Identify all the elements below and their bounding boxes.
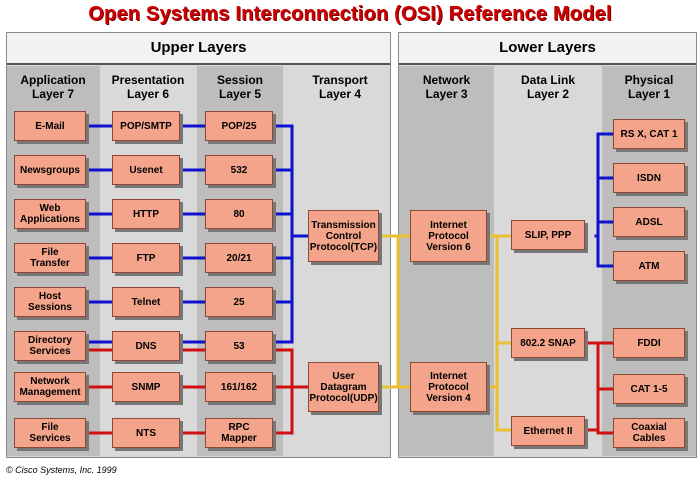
physical-layer-header: Physical Layer 1 xyxy=(624,73,674,101)
application-layer-header: Application Layer 7 xyxy=(20,73,86,101)
pres-ftp-box: FTP xyxy=(112,243,180,273)
app-newsgroups-box: Newsgroups xyxy=(14,155,86,185)
pres-telnet-box: Telnet xyxy=(112,287,180,317)
app-directory-services-box: Directory Services xyxy=(14,331,86,361)
datalink-802-2-snap-box: 802.2 SNAP xyxy=(511,328,585,358)
datalink-slip-ppp-box: SLIP, PPP xyxy=(511,220,585,250)
upper-layers-header: Upper Layers xyxy=(7,33,390,65)
phys-cat1-5-box: CAT 1-5 xyxy=(613,374,685,404)
phys-coaxial-cables-box: Coaxial Cables xyxy=(613,418,685,448)
sess-pop25-box: POP/25 xyxy=(205,111,273,141)
pres-nts-box: NTS xyxy=(112,418,180,448)
transport-tcp-box: Transmission Control Protocol(TCP) xyxy=(308,210,379,262)
app-file-services-box: File Services xyxy=(14,418,86,448)
phys-adsl-box: ADSL xyxy=(613,207,685,237)
sess-rpc-mapper-box: RPC Mapper xyxy=(205,418,273,448)
app-email-box: E-Mail xyxy=(14,111,86,141)
phys-isdn-box: ISDN xyxy=(613,163,685,193)
copyright-notice: © Cisco Systems, Inc. 1999 xyxy=(6,465,117,475)
sess-532-box: 532 xyxy=(205,155,273,185)
app-file-transfer-box: File Transfer xyxy=(14,243,86,273)
diagram-title: Open Systems Interconnection (OSI) Refer… xyxy=(88,3,612,25)
session-layer-header: Session Layer 5 xyxy=(216,73,264,101)
transport-udp-box: User Datagram Protocol(UDP) xyxy=(308,362,379,412)
app-web-applications-box: Web Applications xyxy=(14,199,86,229)
presentation-layer-header: Presentation Layer 6 xyxy=(111,73,185,101)
network-ipv4-box: Internet Protocol Version 4 xyxy=(410,362,487,412)
app-host-sessions-box: Host Sessions xyxy=(14,287,86,317)
pres-snmp-box: SNMP xyxy=(112,372,180,402)
sess-25-box: 25 xyxy=(205,287,273,317)
pres-dns-box: DNS xyxy=(112,331,180,361)
network-layer-header: Network Layer 3 xyxy=(422,73,471,101)
sess-80-box: 80 xyxy=(205,199,273,229)
pres-usenet-box: Usenet xyxy=(112,155,180,185)
lower-layers-header: Lower Layers xyxy=(399,33,696,65)
app-network-management-box: Network Management xyxy=(14,372,86,402)
sess-53-box: 53 xyxy=(205,331,273,361)
pres-pop-smtp-box: POP/SMTP xyxy=(112,111,180,141)
sess-161-162-box: 161/162 xyxy=(205,372,273,402)
pres-http-box: HTTP xyxy=(112,199,180,229)
phys-rsx-cat1-box: RS X, CAT 1 xyxy=(613,119,685,149)
phys-atm-box: ATM xyxy=(613,251,685,281)
transport-layer-header: Transport Layer 4 xyxy=(312,73,368,101)
datalink-ethernet-ii-box: Ethernet II xyxy=(511,416,585,446)
phys-fddi-box: FDDI xyxy=(613,328,685,358)
datalink-layer-header: Data Link Layer 2 xyxy=(520,73,575,101)
sess-20-21-box: 20/21 xyxy=(205,243,273,273)
network-ipv6-box: Internet Protocol Version 6 xyxy=(410,210,487,262)
